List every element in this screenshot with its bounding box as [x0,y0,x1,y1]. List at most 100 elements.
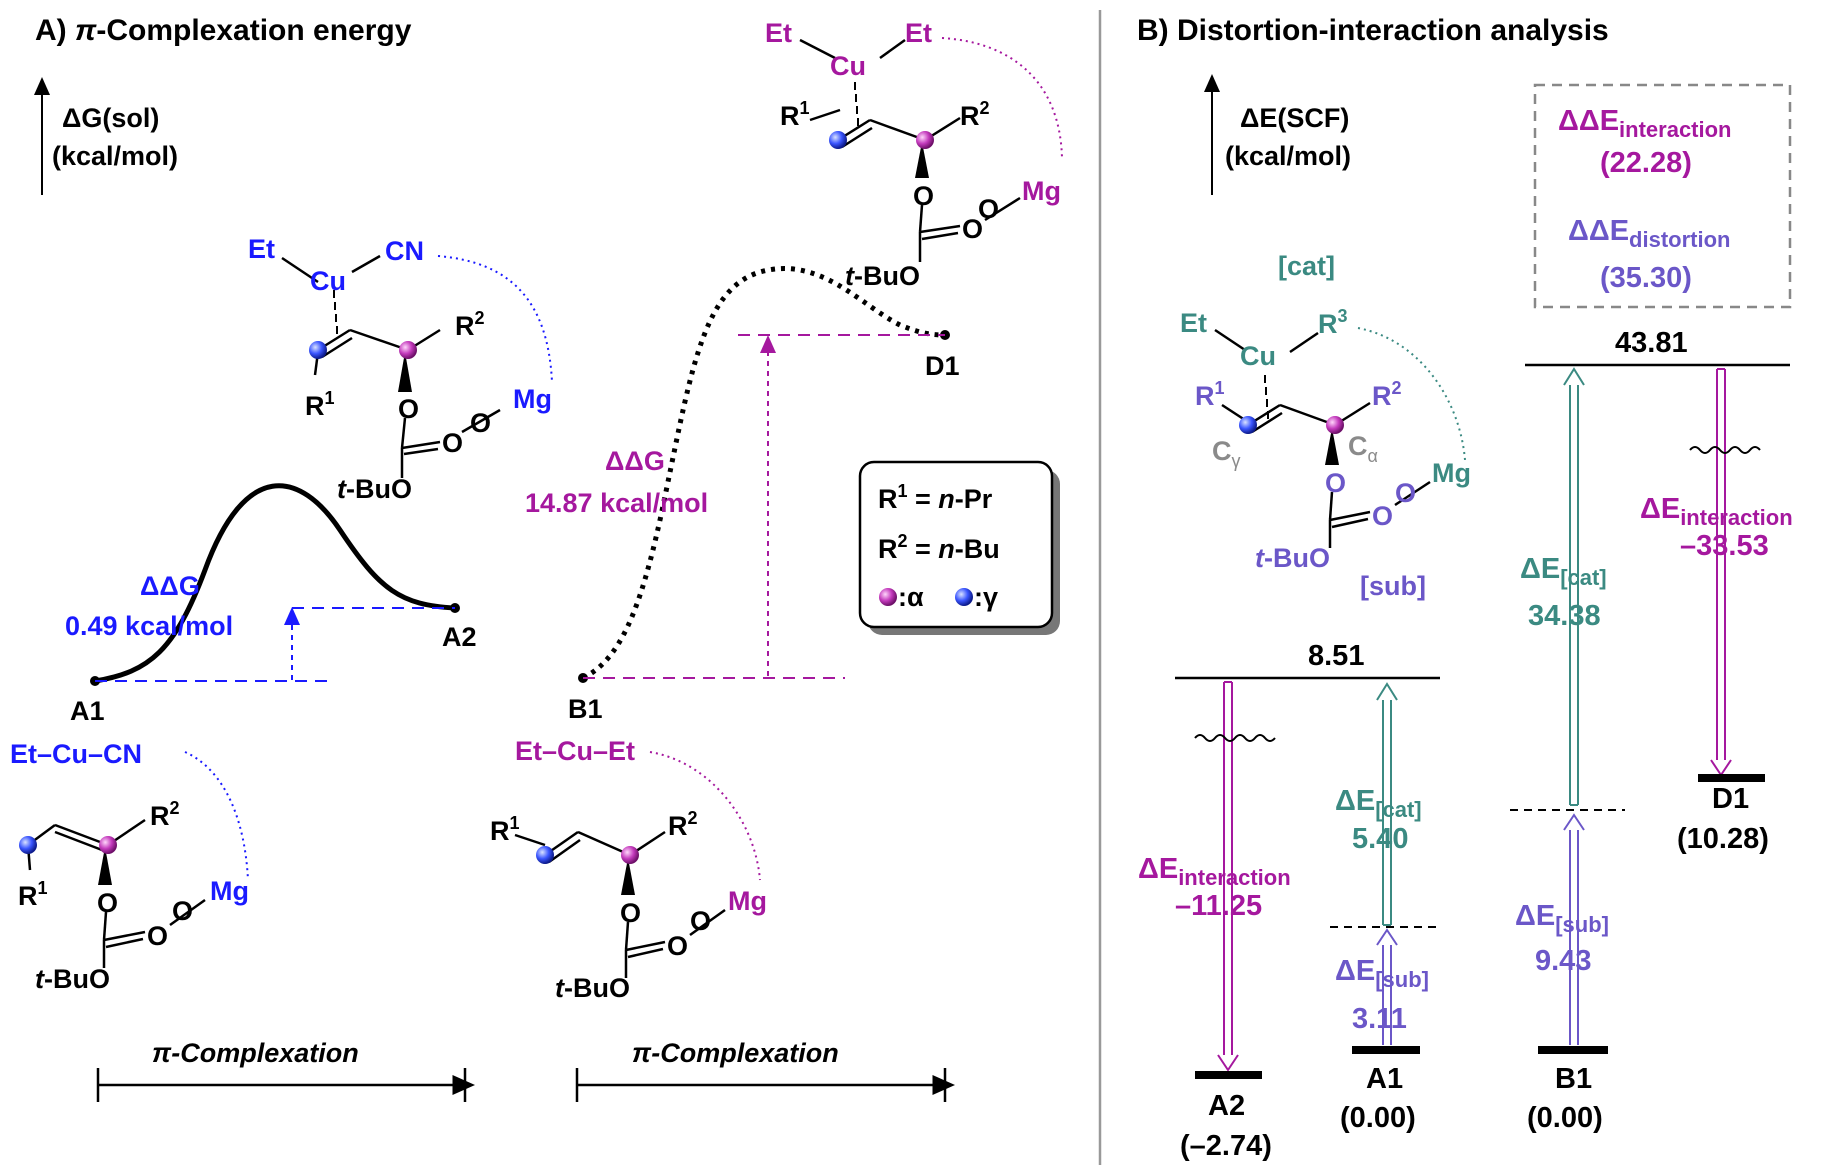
b1-tbuo: t-BuO [555,973,630,1003]
de-interaction-right-label: ΔEinteraction [1640,493,1793,530]
legend-r1: R1 = n-Pr [878,481,993,514]
svg-text:Et–Cu–CN: Et–Cu–CN [10,739,142,769]
axis-break-right [1689,446,1761,454]
de-cat-left-value: 5.40 [1352,823,1408,855]
label-b1-b: B1 [1555,1063,1592,1095]
ddE-interaction-label: ΔΔEinteraction [1558,105,1732,142]
svg-text:O: O [667,931,688,961]
svg-text:Et: Et [248,234,275,264]
de-cat-right-value: 34.38 [1528,600,1601,632]
a2-r2: R2 [455,308,485,341]
label-b1: B1 [568,694,603,724]
svg-text:Et: Et [765,18,792,48]
b1-d1-energy-curve [581,266,946,681]
svg-text:Cu: Cu [830,51,866,81]
molecule-a2: Et Cu CN R2 R1 O Mg O O t-BuO [248,234,553,504]
sub-arrow-right [1563,813,1585,1045]
axis-label-unit: (kcal/mol) [52,141,178,171]
summary-box [1533,83,1792,309]
svg-text:O: O [962,214,983,244]
svg-text:[cat]: [cat] [1278,251,1335,281]
svg-text:O: O [1325,468,1346,498]
ddg2-label: ΔΔG [605,446,665,476]
svg-text:O: O [470,408,491,438]
svg-text:Mg: Mg [1022,176,1061,206]
d1-r1: R1 [780,98,810,131]
de-cat-left-label: ΔE[cat] [1335,785,1422,822]
de-interaction-left-value: –11.25 [1175,890,1262,922]
mol-tbuo: t-BuO [1255,543,1330,573]
level-8-51: 8.51 [1308,640,1364,672]
svg-text:O: O [620,898,641,928]
ddE-interaction-value: (22.28) [1600,147,1692,179]
legend-r2: R2 = n-Bu [878,531,1000,564]
a2-tbuo: t-BuO [337,474,412,504]
svg-text:O: O [97,888,118,918]
d1-r2: R2 [960,98,990,131]
svg-text:Cu: Cu [310,266,346,296]
label-d1: D1 [925,351,960,381]
svg-text:Et: Et [905,18,932,48]
svg-text:O: O [1395,478,1416,508]
a2-r1: R1 [305,388,335,421]
cat-arrow-left [1376,682,1398,926]
svg-text:O: O [913,181,934,211]
mol-r2: R2 [1372,378,1402,411]
d1-tbuo: t-BuO [845,261,920,291]
ddE-distortion-value: (35.30) [1600,262,1692,294]
label-a1-b: A1 [1366,1063,1403,1095]
panel-a-title: A) π-Complexation energy [35,14,412,47]
label-a2: A2 [442,622,477,652]
ddg1-value: 0.49 kcal/mol [65,611,233,641]
axis-label-unit-b: (kcal/mol) [1225,141,1351,171]
svg-text:Mg: Mg [728,886,767,916]
interaction-arrow-right [1710,368,1732,777]
a1-a2-energy-curve [94,483,456,684]
ddg2-value: 14.87 kcal/mol [525,488,708,518]
label-a2-b: A2 [1208,1090,1245,1122]
legend-box [858,460,1054,629]
svg-text:[sub]: [sub] [1360,571,1426,601]
ddg1-label: ΔΔG [140,571,200,601]
level-43-81: 43.81 [1615,327,1688,359]
legend-alpha: :α [898,582,924,612]
svg-text:O: O [1372,501,1393,531]
value-d1-b: (10.28) [1677,823,1769,855]
de-interaction-right-value: –33.53 [1680,530,1769,562]
svg-text:O: O [690,906,711,936]
svg-text:O: O [398,394,419,424]
gamma-marker-icon [955,588,973,606]
svg-text:Mg: Mg [210,876,249,906]
molecule-a1: Et–Cu–CN R2 R1 O Mg O O t-BuO [10,739,249,994]
svg-text:O: O [172,896,193,926]
b1-r2: R2 [668,808,698,841]
b1-r1: R1 [490,813,520,846]
svg-text:O: O [147,921,168,951]
mol-r3: R3 [1318,306,1348,339]
axis-label-de: ΔE(SCF) [1240,103,1349,133]
sub-arrow-left [1376,928,1398,1045]
axis-label-dg: ΔG(sol) [62,103,159,133]
interaction-arrow-left [1217,681,1239,1072]
molecule-generic: [cat] Et Cu R3 R1 R2 Cγ Cα O Mg O O t-Bu… [1180,251,1471,601]
label-d1-b: D1 [1712,783,1749,815]
a1-tbuo: t-BuO [35,964,110,994]
mol-cgamma: Cγ [1212,436,1241,471]
cat-arrow-right [1563,367,1585,806]
label-a1: A1 [70,696,105,726]
svg-text:Cu: Cu [1240,341,1276,371]
mol-r1: R1 [1195,378,1225,411]
a1-r2: R2 [150,798,180,831]
ddE-distortion-label: ΔΔEdistortion [1568,215,1730,252]
panel-b-title: B) Distortion-interaction analysis [1137,14,1609,47]
svg-text:Mg: Mg [513,384,552,414]
scale-bar-right [575,1068,955,1102]
value-a2-b: (–2.74) [1180,1130,1272,1162]
a1-r1: R1 [18,878,48,911]
de-sub-right-label: ΔE[sub] [1515,900,1609,937]
de-cat-right-label: ΔE[cat] [1520,553,1607,590]
svg-text:Mg: Mg [1432,458,1471,488]
molecule-d1: Et Cu Et R1 R2 O Mg O O t-BuO [765,18,1063,291]
de-sub-right-value: 9.43 [1535,945,1591,977]
